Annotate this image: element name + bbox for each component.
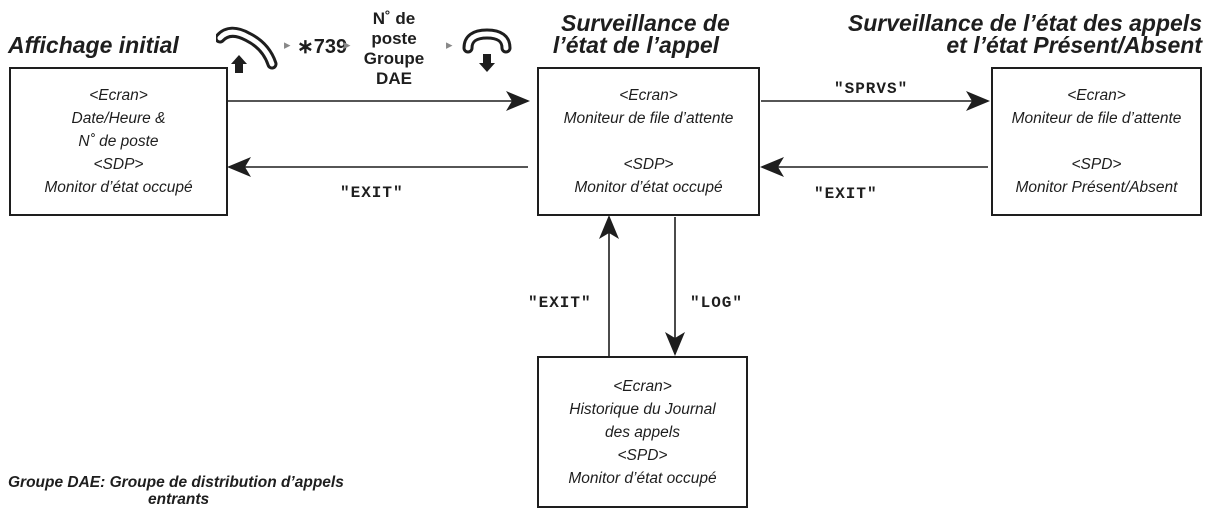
- box-call-status-line-1: <Ecran>: [619, 87, 678, 104]
- box-presence-line-5: Monitor Présent/Absent: [1015, 179, 1178, 196]
- box-initial-line-5: Monitor d’état occupé: [44, 179, 193, 196]
- box-log-line-1: <Ecran>: [613, 377, 672, 395]
- extension-line-3: Groupe: [363, 49, 425, 68]
- box-call-status-line-5: Monitor d’état occupé: [574, 179, 723, 196]
- box-presence-line-4: <SPD>: [1071, 156, 1122, 173]
- extension-group-label: N˚ de poste Groupe DAE: [354, 9, 434, 89]
- box-calls-presence: <Ecran> Moniteur de file d’attente <SPD>…: [991, 67, 1202, 216]
- extension-line-2: poste: [371, 29, 417, 48]
- sequence-arrow-2: ▸: [344, 37, 351, 52]
- box-initial-line-4: <SDP>: [93, 156, 144, 173]
- footnote-line-1: Groupe DAE: Groupe de distribution d’app…: [8, 474, 344, 491]
- sequence-arrow-3: ▸: [446, 37, 453, 52]
- label-exit-up: "EXIT": [528, 294, 592, 312]
- box-call-status-line-4: <SDP>: [623, 156, 674, 173]
- box-presence-line-2: Moniteur de file d’attente: [1011, 110, 1182, 127]
- heading-call-status-line2: l’état de l’appel: [552, 32, 720, 58]
- extension-line-1: N˚ de: [372, 9, 416, 28]
- box-initial-line-1: <Ecran>: [89, 87, 148, 104]
- label-exit-left: "EXIT": [340, 184, 404, 202]
- heading-call-status-line1: Surveillance de: [561, 10, 730, 36]
- label-log-down: "LOG": [690, 294, 744, 312]
- box-log-line-4: <SPD>: [617, 446, 668, 464]
- sequence-arrow-1: ▸: [284, 37, 291, 52]
- box-initial-display: <Ecran> Date/Heure & N˚ de poste <SDP> M…: [9, 67, 228, 216]
- handset-onhook-icon: [462, 28, 512, 72]
- box-initial-line-3: N˚ de poste: [78, 133, 159, 150]
- heading-calls-presence-line2: et l’état Présent/Absent: [946, 32, 1202, 58]
- extension-line-4: DAE: [376, 69, 412, 88]
- heading-calls-presence-line1: Surveillance de l’état des appels: [847, 10, 1202, 36]
- footnote-line-2: entrants: [148, 491, 210, 508]
- box-log-line-2: Historique du Journal: [569, 400, 716, 418]
- label-sprvs: "SPRVS": [834, 80, 909, 98]
- heading-initial-display: Affichage initial: [8, 32, 179, 58]
- box-call-log: <Ecran> Historique du Journal des appels…: [537, 356, 748, 508]
- box-call-status: <Ecran> Moniteur de file d’attente <SDP>…: [537, 67, 760, 216]
- box-log-line-3: des appels: [605, 423, 680, 441]
- handset-offhook-icon: [216, 26, 278, 73]
- box-initial-line-2: Date/Heure &: [71, 110, 166, 127]
- label-exit-right: "EXIT": [814, 185, 878, 203]
- footnote: Groupe DAE: Groupe de distribution d’app…: [8, 474, 478, 508]
- feature-code: ∗739: [297, 36, 348, 58]
- box-call-status-line-2: Moniteur de file d’attente: [563, 110, 734, 127]
- box-presence-line-1: <Ecran>: [1067, 87, 1126, 104]
- box-log-line-5: Monitor d’état occupé: [568, 469, 717, 487]
